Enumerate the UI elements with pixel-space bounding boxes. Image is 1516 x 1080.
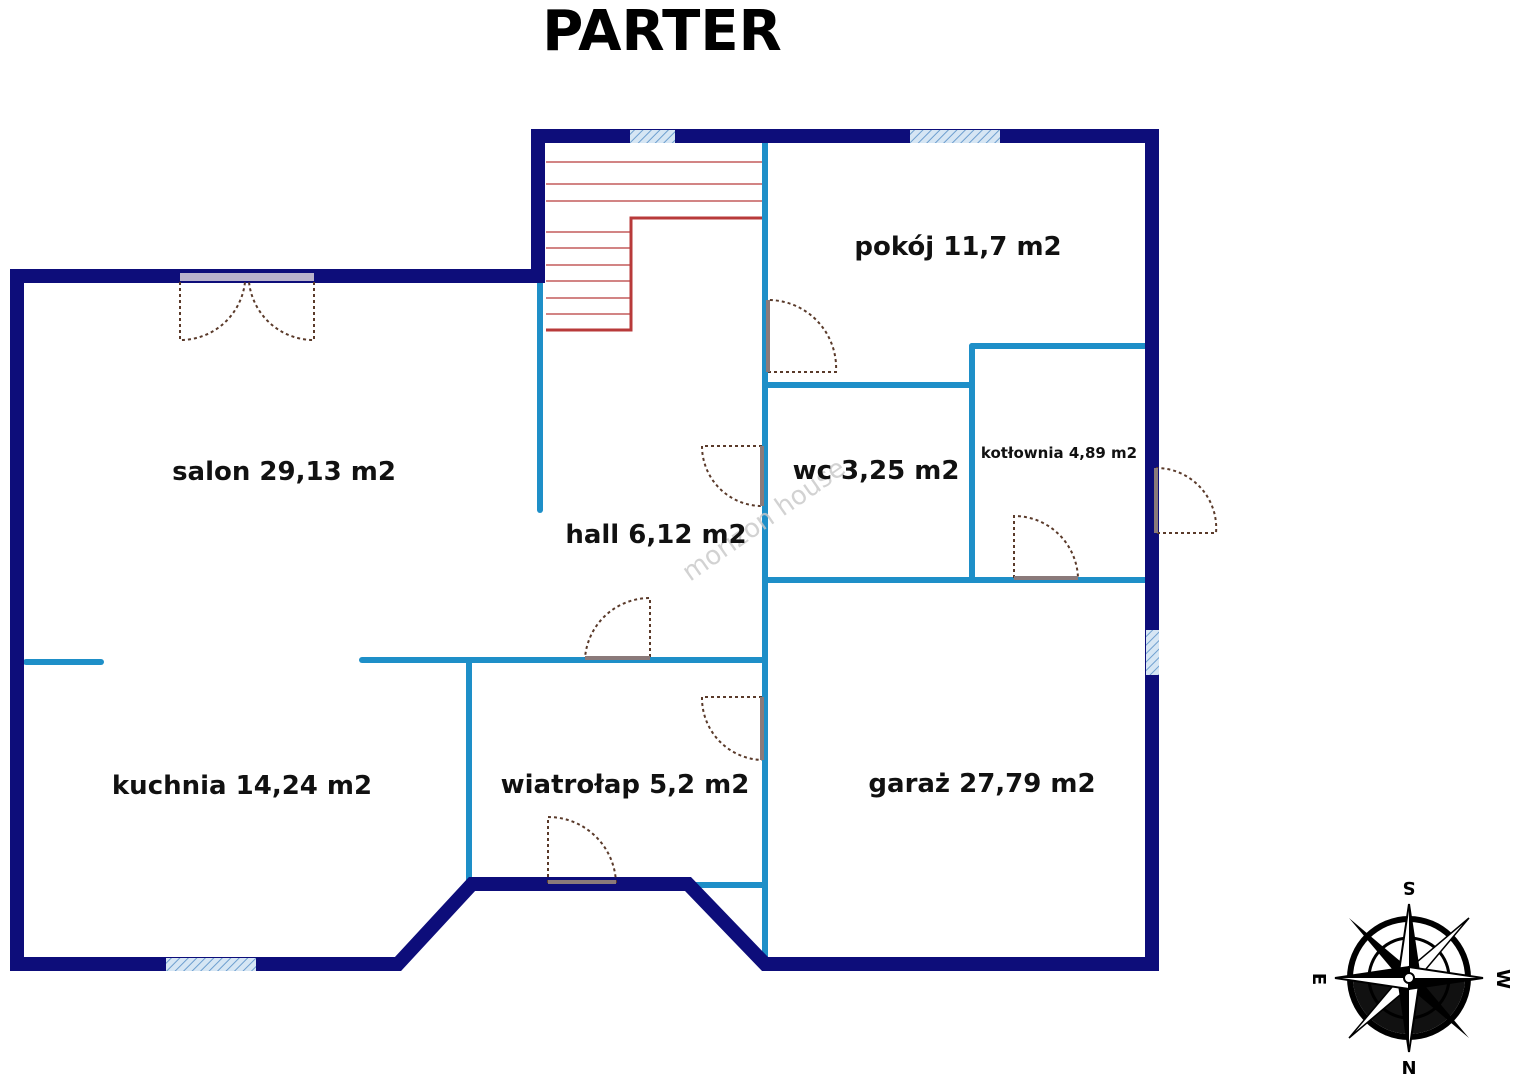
compass-rose-icon <box>1334 903 1484 1053</box>
door-leaves <box>548 300 1158 884</box>
door-entrance <box>547 815 617 884</box>
door-pokoj <box>767 298 838 373</box>
room-label-kotlownia: kotłownia 4,89 m2 <box>981 444 1137 462</box>
compass-label-bottom: N <box>1401 1058 1416 1079</box>
window-right-garaz <box>1146 630 1159 675</box>
room-label-kuchnia: kuchnia 14,24 m2 <box>112 771 372 801</box>
room-label-wiatrolap: wiatrołap 5,2 m2 <box>501 770 750 800</box>
window-terrace <box>180 273 314 281</box>
window-top-stairs <box>630 130 675 143</box>
compass-label-top: S <box>1403 877 1416 898</box>
room-label-pokoj: pokój 11,7 m2 <box>854 232 1061 262</box>
doors <box>179 281 1218 884</box>
window-bottom-kuchnia <box>166 958 256 971</box>
door-terrace-right <box>248 281 315 342</box>
door-kotlownia-inner <box>1013 514 1079 579</box>
room-label-hall: hall 6,12 m2 <box>565 520 746 550</box>
window-top-pokoj <box>910 130 1000 143</box>
door-wiatrolap-side <box>700 696 763 761</box>
door-hall-salon <box>584 596 651 659</box>
page-title: PARTER <box>542 0 781 64</box>
door-terrace-left <box>179 281 246 342</box>
room-label-salon: salon 29,13 m2 <box>172 457 396 487</box>
inner-walls <box>23 140 1148 960</box>
windows <box>166 130 1159 971</box>
door-wc <box>700 445 763 507</box>
compass-label-right: W <box>1492 969 1513 989</box>
room-label-wc: wc 3,25 m2 <box>793 456 960 486</box>
compass-label-left: E <box>1308 973 1329 985</box>
door-kotlownia-outer <box>1155 466 1218 534</box>
staircase <box>546 161 762 332</box>
room-label-garaz: garaż 27,79 m2 <box>868 769 1095 799</box>
